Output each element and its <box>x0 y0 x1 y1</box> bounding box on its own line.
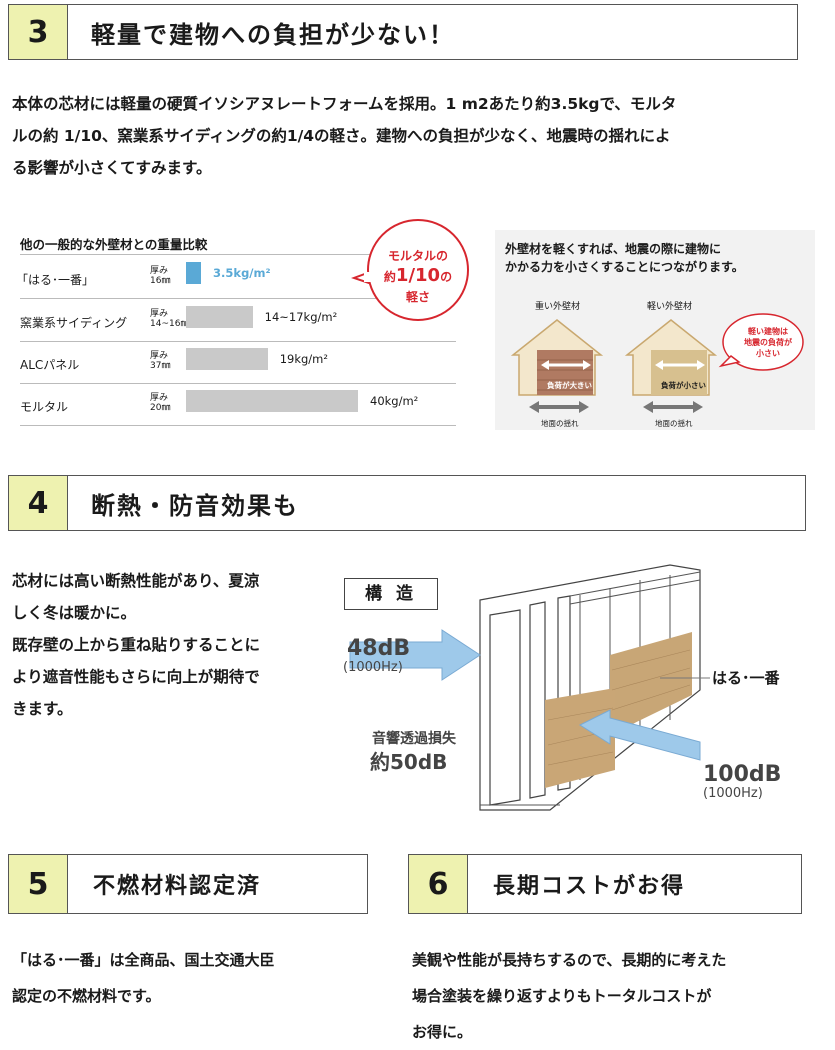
ground-shake-label: 地面の揺れ <box>541 419 579 428</box>
ground-shake-label: 地面の揺れ <box>655 419 693 428</box>
houses-drawing <box>510 313 804 413</box>
body-line: 場合塗装を繰り返すよりもトータルコストが <box>412 987 712 1005</box>
section-3-header: 3 軽量で建物への負担が少ない！ <box>8 4 798 60</box>
product-label: はる･一番 <box>712 669 780 687</box>
body-line: 「はる･一番」は全商品、国土交通大臣 <box>12 951 275 969</box>
chart-bar <box>186 390 358 412</box>
body-line: 既存壁の上から重ね貼りすることに <box>12 636 261 654</box>
section-5-title: 不燃材料認定済 <box>93 874 262 899</box>
illustration-caption: 外壁材を軽くすれば、地震の際に建物に かかる力を小さくすることにつながります。 <box>505 242 744 274</box>
chart-category-label: モルタル <box>20 400 69 414</box>
input-sound-db: 48dB <box>347 636 411 661</box>
chart-bar <box>186 348 268 370</box>
lightness-callout <box>351 219 469 321</box>
chart-title: 他の一般的な外壁材との重量比較 <box>20 237 208 252</box>
wall-structure-diagram <box>349 564 710 811</box>
section-5-body: 「はる･一番」は全商品、国土交通大臣 認定の不燃材料です。 <box>12 942 382 1014</box>
section-3-title: 軽量で建物への負担が少ない！ <box>91 20 455 49</box>
callout-text: モルタルの 約1/10の 軽さ <box>383 249 453 304</box>
section-5-number: 5 <box>9 855 68 913</box>
body-line: る影響が小さくてすみます。 <box>12 159 212 177</box>
output-sound-db: 100dB <box>703 762 782 787</box>
earthquake-illustration: 外壁材を軽くすれば、地震の際に建物に かかる力を小さくすることにつながります。 … <box>495 230 815 430</box>
chart-category-label: 窯業系サイディング <box>20 316 128 330</box>
chart-category-label: 「はる･一番」 <box>16 273 95 287</box>
body-line: 認定の不燃材料です。 <box>12 987 161 1005</box>
body-line: きます。 <box>12 700 73 718</box>
transmission-loss-value: 約50dB <box>370 750 448 774</box>
chart-category-label: ALCパネル <box>20 358 80 372</box>
chart-value-label: 3.5kg/m² <box>213 266 271 280</box>
heavy-wall-label: 重い外壁材 <box>535 302 581 312</box>
body-line: しく冬は暖かに。 <box>12 604 137 622</box>
chart-value-label: 14~17kg/m² <box>264 310 338 324</box>
light-load-label: 負荷が小さい <box>661 381 706 390</box>
body-line: 本体の芯材には軽量の硬質イソシアヌレートフォームを採用。1 m2あたり約3.5k… <box>12 95 677 113</box>
body-line: より遮音性能もさらに向上が期待で <box>12 668 260 686</box>
section-6-body: 美観や性能が長持ちするので、長期的に考えた 場合塗装を繰り返すよりもトータルコス… <box>412 942 822 1050</box>
input-sound-hz: (1000Hz) <box>343 660 403 675</box>
section-6-number: 6 <box>409 855 468 913</box>
heavy-load-label: 負荷が大きい <box>547 381 592 390</box>
output-sound-hz: (1000Hz) <box>703 786 763 801</box>
body-line: ルの約 1/10、窯業系サイディングの約1/4の軽さ。建物への負担が少なく、地震… <box>12 127 671 145</box>
chart-bar <box>186 306 253 328</box>
section-4-header: 4 断熱・防音効果も <box>8 475 806 531</box>
body-line: 美観や性能が長持ちするので、長期的に考えた <box>412 951 727 969</box>
section-6-header: 6 長期コストがお得 <box>408 854 802 914</box>
section-3-body: 本体の芯材には軽量の硬質イソシアヌレートフォームを採用。1 m2あたり約3.5k… <box>12 88 812 184</box>
section-6-title: 長期コストがお得 <box>493 874 686 899</box>
body-line: 芯材には高い断熱性能があり、夏涼 <box>12 572 260 590</box>
light-wall-label: 軽い外壁材 <box>647 302 693 312</box>
section-4-number: 4 <box>9 476 68 530</box>
section-5-header: 5 不燃材料認定済 <box>8 854 368 914</box>
section-4-body: 芯材には高い断熱性能があり、夏涼 しく冬は暖かに。 既存壁の上から重ね貼りするこ… <box>12 565 332 725</box>
light-building-bubble: 軽い建物は 地震の負荷が 小さい <box>744 327 792 358</box>
chart-value-label: 19kg/m² <box>279 352 328 366</box>
section-4-title: 断熱・防音効果も <box>91 491 299 520</box>
transmission-loss-label: 音響透過損失 <box>372 731 456 747</box>
section-3-number: 3 <box>9 5 68 59</box>
chart-value-label: 40kg/m² <box>370 394 419 408</box>
chart-bar <box>186 262 202 284</box>
structure-label: 構 造 <box>344 578 438 610</box>
body-line: お得に。 <box>412 1023 473 1041</box>
